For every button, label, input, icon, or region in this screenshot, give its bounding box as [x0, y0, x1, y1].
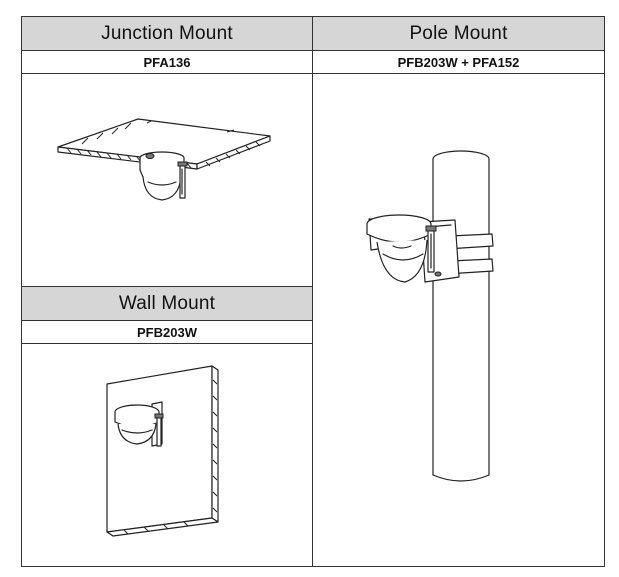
wall-mount-illustration-cell	[21, 343, 313, 567]
junction-mount-title: Junction Mount	[101, 22, 233, 44]
wall-mount-illustration	[106, 365, 219, 537]
pole-mount-title: Pole Mount	[409, 22, 508, 44]
junction-mount-model-row: PFA136	[21, 50, 313, 74]
pole-mount-model: PFB203W + PFA152	[397, 54, 520, 70]
wall-mount-title: Wall Mount	[118, 292, 216, 314]
junction-mount-illustration-cell	[21, 73, 313, 287]
pole-mount-model-row: PFB203W + PFA152	[312, 50, 605, 74]
pole-mount-illustration	[366, 150, 494, 482]
pole-mount-illustration-cell	[312, 73, 605, 567]
junction-mount-header: Junction Mount	[21, 16, 313, 51]
wall-mount-model-row: PFB203W	[21, 320, 313, 344]
wall-mount-model: PFB203W	[137, 324, 197, 340]
wall-mount-header: Wall Mount	[21, 286, 313, 321]
junction-mount-illustration	[57, 118, 271, 201]
pole-mount-header: Pole Mount	[312, 16, 605, 51]
junction-mount-model: PFA136	[143, 54, 191, 70]
